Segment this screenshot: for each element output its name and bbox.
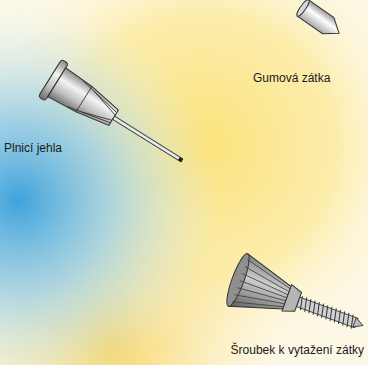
thread: [340, 311, 348, 325]
part-label: Šroubek k vytažení zátky: [231, 343, 364, 357]
rubber-stopper: [295, 0, 345, 41]
thread: [331, 308, 339, 322]
thread: [302, 298, 310, 312]
thread: [319, 304, 327, 318]
rib: [237, 284, 285, 305]
rib: [232, 290, 283, 319]
rib: [235, 287, 285, 312]
part-label: Plnicí jehla: [4, 141, 62, 155]
thread: [323, 305, 331, 319]
rib: [242, 267, 292, 292]
rib: [241, 274, 289, 295]
thread: [327, 307, 335, 321]
thread: [306, 299, 314, 313]
filling-needle: [38, 59, 194, 179]
thread: [336, 310, 344, 324]
screw-tip: [353, 318, 365, 330]
rib: [240, 281, 287, 298]
thread: [315, 302, 323, 316]
part-label: Gumová zátka: [253, 71, 330, 85]
thread: [344, 313, 352, 327]
extraction-screw: [223, 252, 368, 352]
thread: [310, 301, 318, 315]
